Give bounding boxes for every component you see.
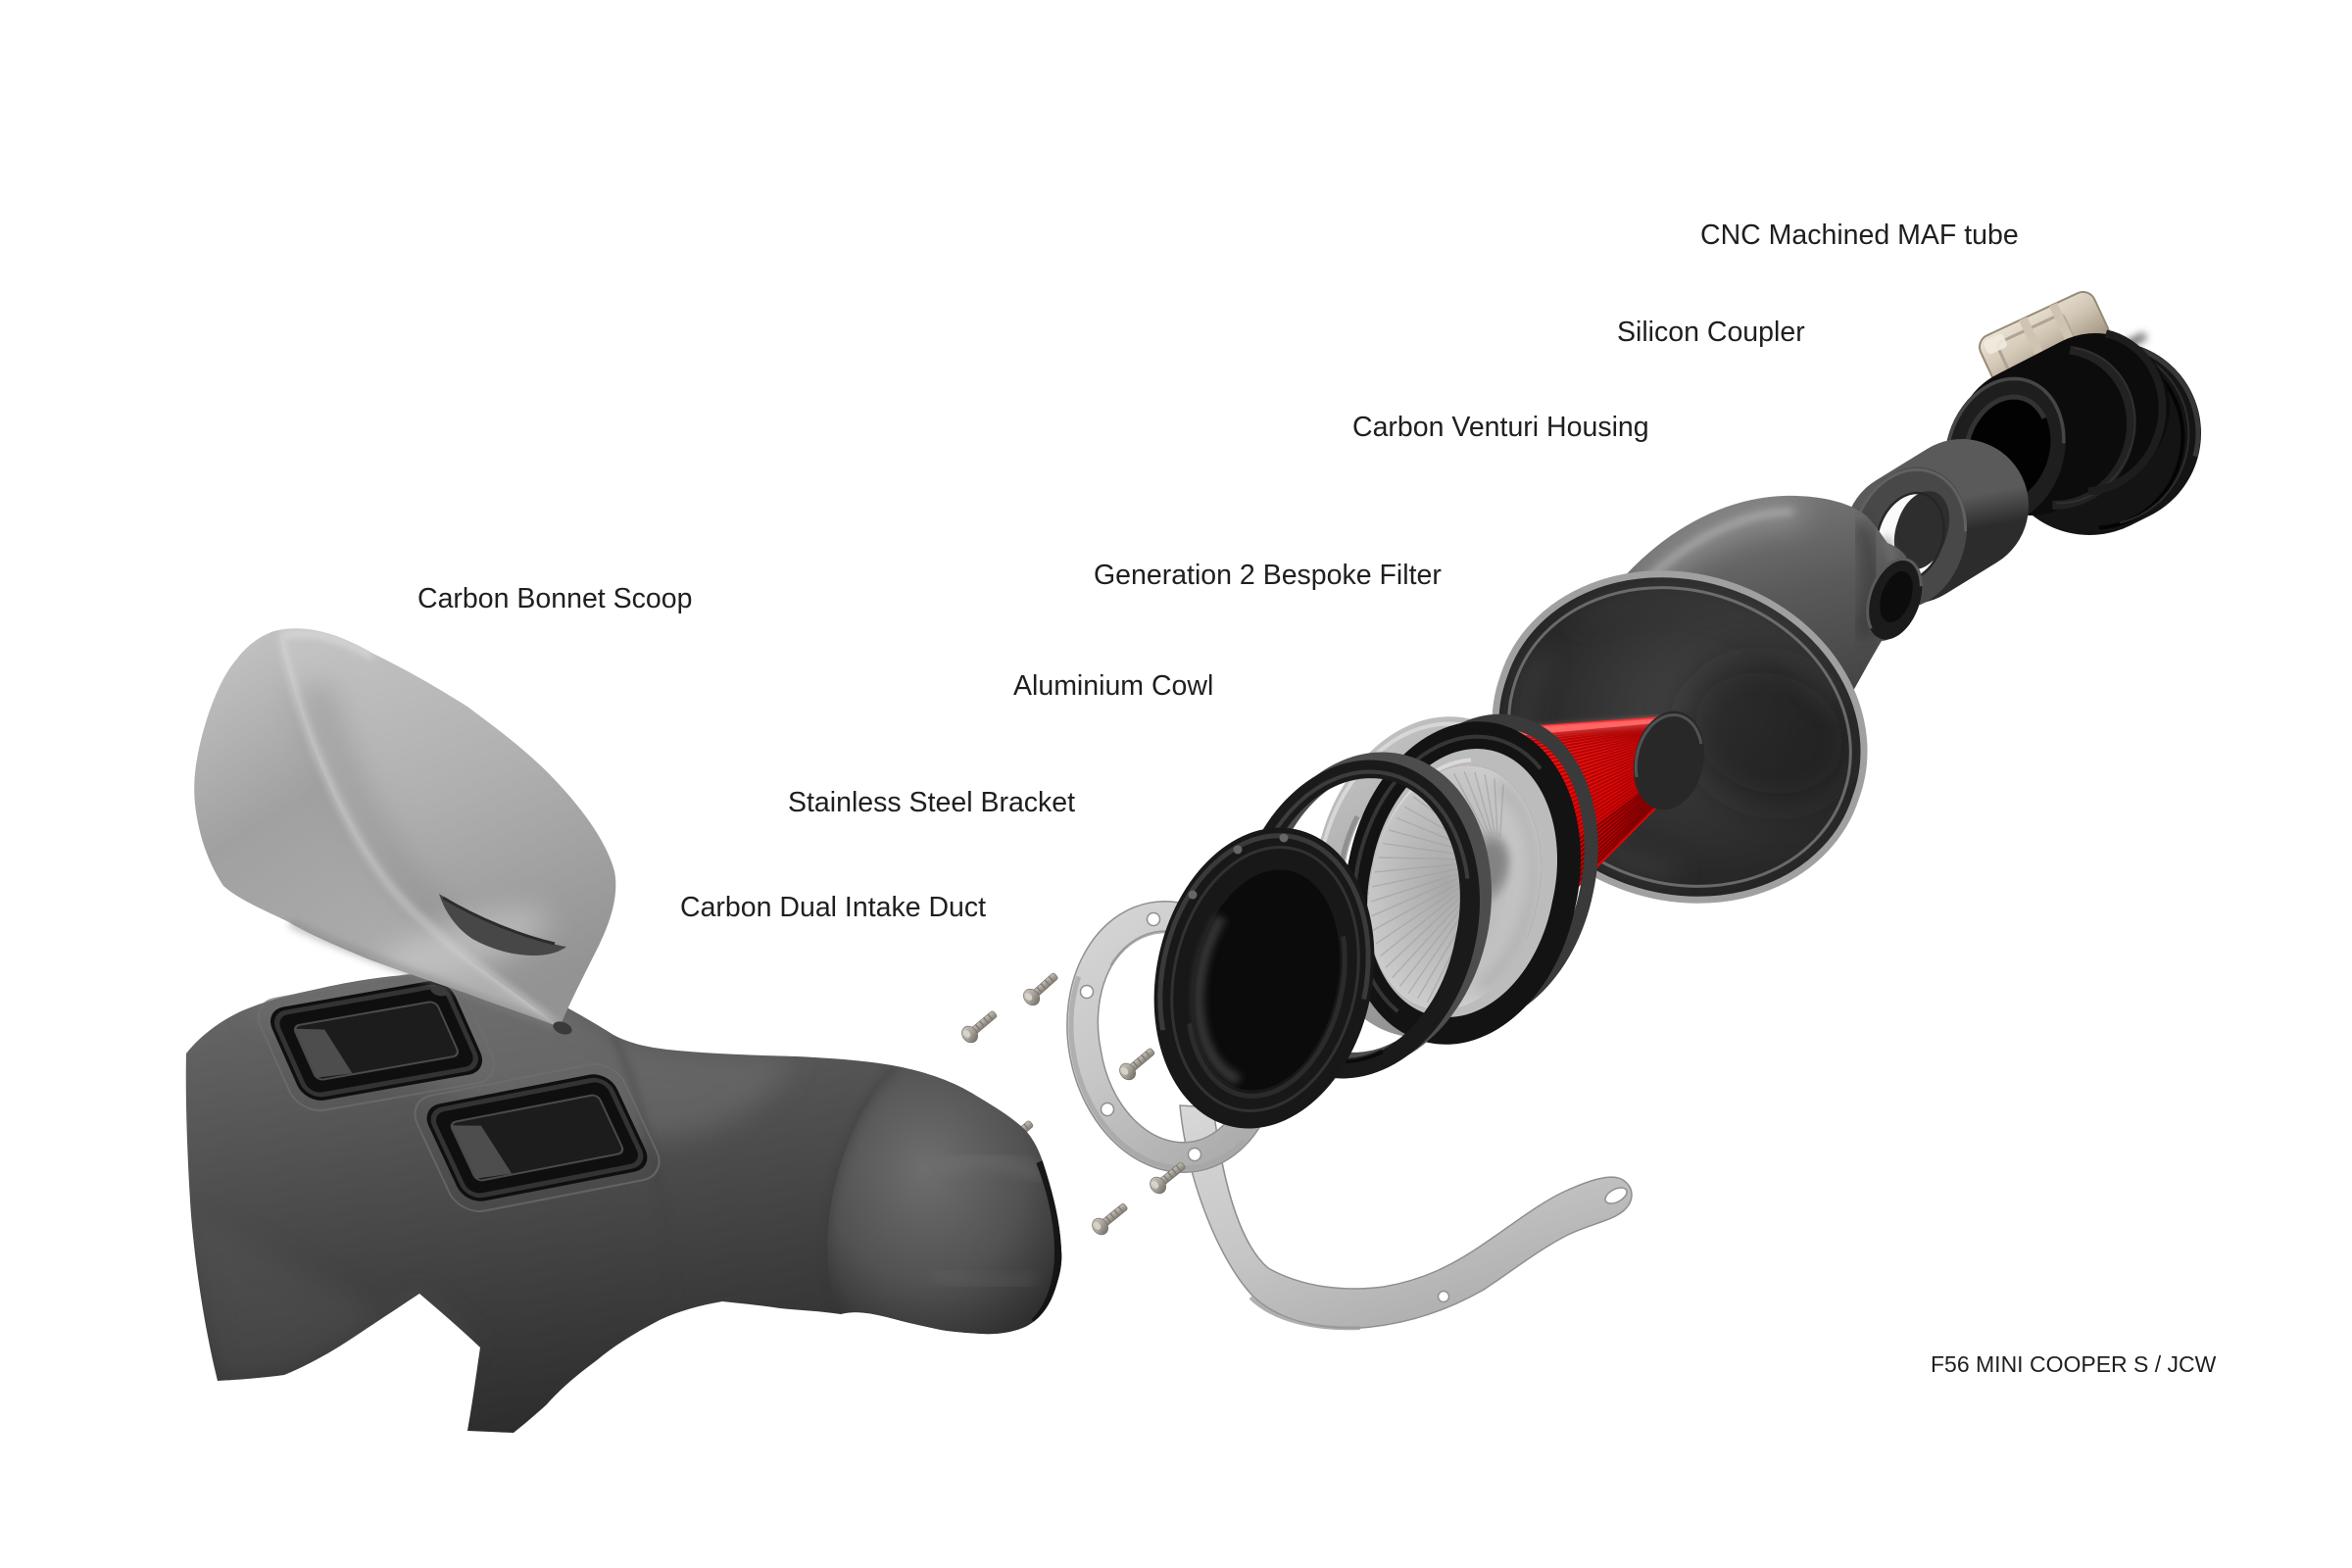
part-shape [1492, 570, 1868, 904]
label-venturi-housing: Carbon Venturi Housing [1352, 411, 1649, 443]
part-shape [442, 896, 556, 946]
label-silicon-coupler: Silicon Coupler [1617, 316, 1805, 348]
part-shape [1120, 1067, 1129, 1075]
part-shape [1984, 333, 2007, 355]
part-shape [1577, 591, 1837, 709]
part-shape [1188, 890, 1198, 900]
screw-icon [1092, 1203, 1128, 1236]
part-shape [297, 681, 464, 944]
part-shape [1634, 712, 1703, 778]
part-shape [1682, 659, 1856, 808]
part-shape [257, 969, 496, 1112]
part-shape [1279, 833, 1289, 843]
part-shape [294, 1001, 459, 1081]
part-shape [611, 1033, 679, 1309]
label-maf-tube: CNC Machined MAF tube [1700, 219, 2019, 251]
part-shape [414, 1063, 661, 1212]
part-shape [1642, 509, 1794, 585]
part-shape [1249, 1296, 1361, 1331]
part-shape [274, 984, 478, 1098]
part-shape [827, 1066, 1062, 1335]
label-bonnet-scoop: Carbon Bonnet Scoop [417, 583, 693, 614]
label-aluminium-cowl: Aluminium Cowl [1013, 669, 1214, 702]
part-shape [1507, 586, 1852, 888]
carbon-bonnet-scoop-part [194, 628, 616, 1035]
part-shape [1036, 975, 1054, 994]
part-shape [1031, 1159, 1062, 1327]
part-shape [1233, 845, 1243, 855]
part-shape [1893, 491, 1950, 569]
part-shape [1100, 1102, 1115, 1117]
label-steel-bracket: Stainless Steel Bracket [788, 786, 1076, 818]
duct-port-front [257, 969, 496, 1112]
part-shape [2119, 348, 2190, 524]
part-shape [553, 1021, 572, 1035]
part-shape [939, 1156, 1048, 1180]
part-shape [1866, 558, 1923, 629]
part-shape [1880, 570, 1913, 623]
part-shape [1024, 993, 1033, 1001]
screw-icon [1150, 1162, 1186, 1195]
part-shape [1192, 869, 1341, 1091]
part-shape [185, 973, 1062, 1433]
part-shape [974, 1013, 994, 1031]
part-shape [1105, 1205, 1124, 1224]
part-shape [1163, 1164, 1182, 1183]
part-shape [1475, 778, 1542, 996]
part-shape [1187, 1147, 1202, 1162]
label-intake-duct: Carbon Dual Intake Duct [680, 892, 987, 923]
part-shape [1079, 984, 1095, 1000]
part-shape [439, 894, 566, 956]
part-shape [962, 1030, 971, 1038]
carbon-dual-intake-duct-part [185, 969, 1062, 1433]
part-shape [1437, 1290, 1450, 1303]
part-shape [1093, 1222, 1102, 1230]
part-shape [191, 1215, 476, 1381]
part-shape [430, 985, 448, 997]
footer-model-text: F56 MINI COOPER S / JCW [1931, 1350, 2217, 1377]
part-shape [1146, 911, 1161, 927]
screw-icon [1023, 972, 1058, 1006]
part-shape [1193, 914, 1242, 1086]
duct-port-rear [414, 1063, 661, 1212]
part-shape [283, 630, 374, 660]
screw-icon [961, 1010, 998, 1044]
screw-icon [1119, 1048, 1155, 1081]
part-shape [451, 1125, 513, 1179]
part-shape [194, 630, 560, 1027]
part-shape [295, 1028, 353, 1078]
part-shape [430, 1077, 644, 1199]
part-shape [1068, 975, 1247, 1171]
part-shape [1852, 520, 1880, 640]
part-shape [824, 1064, 899, 1316]
part-shape [2087, 329, 2167, 496]
part-shape [288, 919, 560, 1031]
part-shape [1132, 1051, 1152, 1068]
part-shape [1604, 1187, 1628, 1204]
part-shape [450, 1094, 624, 1182]
part-shape [1151, 1181, 1159, 1189]
part-shape [1170, 846, 1360, 1112]
mounting-screws [961, 972, 1186, 1236]
part-shape [1633, 710, 1705, 810]
rubber-boot-ring-part [1153, 827, 1375, 1129]
part-shape [1187, 936, 1348, 1100]
part-shape [932, 1270, 1038, 1287]
label-bespoke-filter: Generation 2 Bespoke Filter [1094, 559, 1442, 591]
part-shape [1157, 833, 1371, 1031]
part-shape [278, 634, 560, 1027]
